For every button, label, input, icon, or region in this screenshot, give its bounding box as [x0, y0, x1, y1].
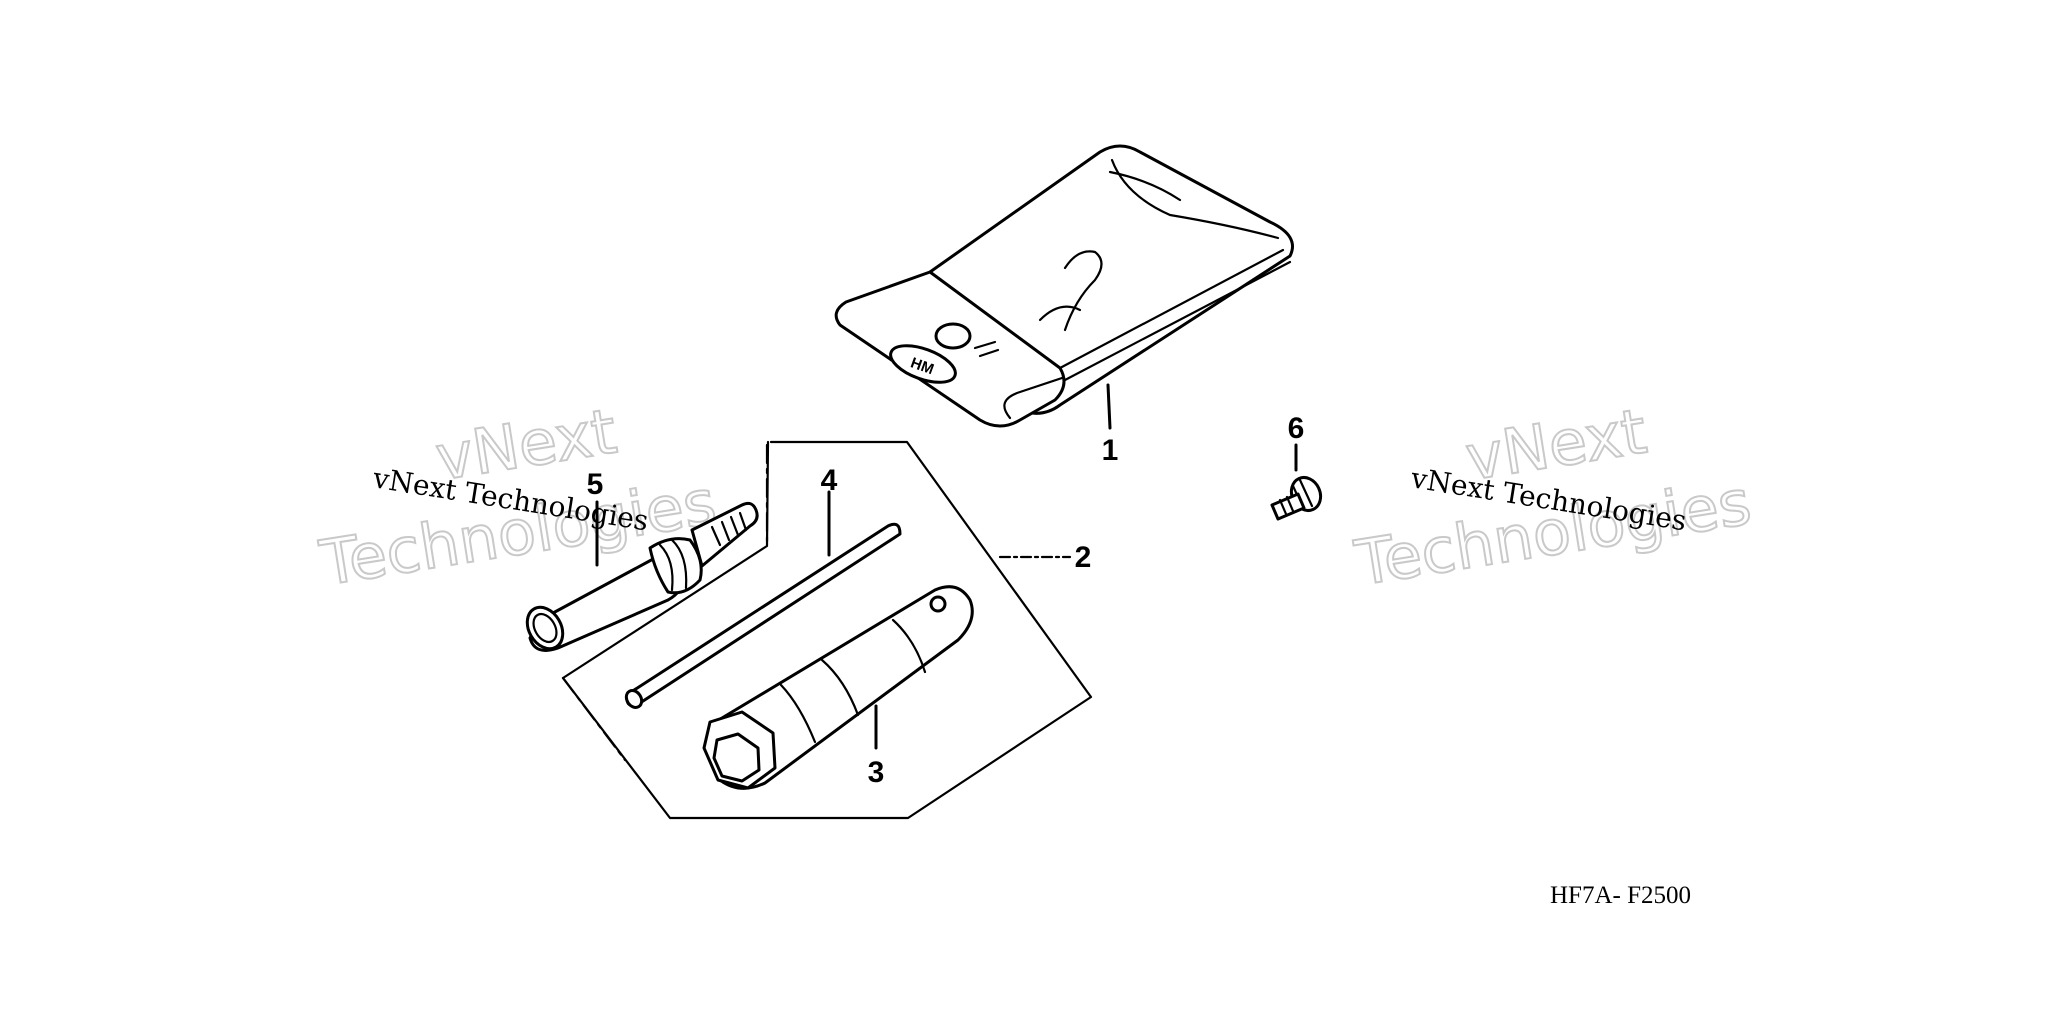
plug-wrench-drawing: 5 [525, 468, 759, 652]
callout-4: 4 [821, 464, 838, 497]
watermark-right: vNext Technologies vNext Technologies [1349, 393, 1757, 601]
callout-3: 3 [868, 756, 885, 789]
tool-bag-drawing: HM 1 [834, 144, 1294, 467]
callout-1: 1 [1102, 434, 1119, 467]
bolt-drawing: 6 [1270, 412, 1323, 521]
bag-logo [889, 344, 957, 384]
bag-logo-text: HM [908, 354, 936, 378]
snap-button-icon [934, 322, 972, 350]
kit-outline: 2 [561, 440, 1093, 820]
box-wrench-drawing: 3 [702, 585, 974, 790]
watermark-left: vNext Technologies vNext Technologies [314, 393, 722, 601]
diagram-code: HF7A- F2500 [1550, 882, 1691, 909]
callout-6: 6 [1288, 412, 1305, 445]
callout-2: 2 [1075, 541, 1092, 574]
rod-drawing: 4 [624, 464, 902, 709]
callout-5: 5 [587, 468, 604, 501]
